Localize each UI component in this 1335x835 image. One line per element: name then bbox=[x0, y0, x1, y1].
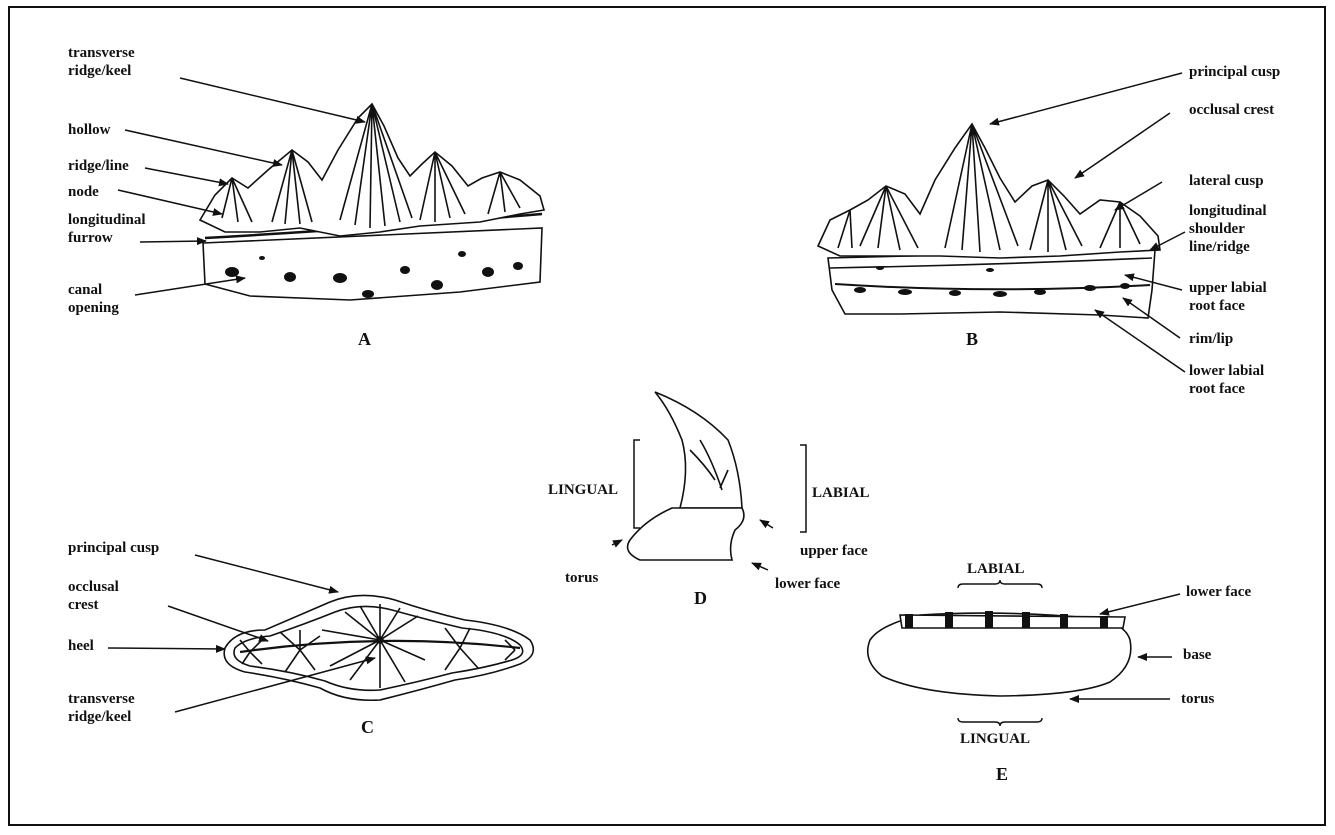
tooth-a-root bbox=[203, 228, 542, 300]
label-d-labial: LABIAL bbox=[812, 484, 870, 502]
label-d-lingual: LINGUAL bbox=[548, 481, 618, 499]
label-a-longitudinal-furrow: longitudinal furrow bbox=[68, 211, 146, 247]
panel-letter-e: E bbox=[996, 765, 1008, 783]
label-a-canal-opening: canal opening bbox=[68, 281, 119, 317]
tooth-b-crown bbox=[818, 124, 1160, 258]
tooth-a-drawing bbox=[200, 104, 544, 300]
label-e-lingual: LINGUAL bbox=[960, 730, 1030, 748]
label-b-occlusal-crest: occlusal crest bbox=[1189, 101, 1274, 119]
label-c-occlusal-crest: occlusal crest bbox=[68, 578, 119, 614]
label-a-hollow: hollow bbox=[68, 121, 111, 139]
label-b-lateral-cusp: lateral cusp bbox=[1189, 172, 1264, 190]
label-b-lower-labial: lower labial root face bbox=[1189, 362, 1264, 398]
label-c-transverse-ridge: transverse ridge/keel bbox=[68, 690, 135, 726]
label-c-heel: heel bbox=[68, 637, 94, 655]
tooth-b-drawing bbox=[818, 124, 1160, 318]
label-b-upper-labial: upper labial root face bbox=[1189, 279, 1267, 315]
label-e-base: base bbox=[1183, 646, 1211, 664]
label-b-principal-cusp: principal cusp bbox=[1189, 63, 1280, 81]
label-b-rim-lip: rim/lip bbox=[1189, 330, 1233, 348]
label-a-transverse-ridge: transverse ridge/keel bbox=[68, 44, 135, 80]
label-c-principal-cusp: principal cusp bbox=[68, 539, 159, 557]
label-e-torus: torus bbox=[1181, 690, 1214, 708]
label-a-node: node bbox=[68, 183, 99, 201]
label-d-upper-face: upper face bbox=[800, 542, 868, 560]
panel-letter-a: A bbox=[358, 330, 371, 348]
panel-letter-b: B bbox=[966, 330, 978, 348]
label-d-lower-face: lower face bbox=[775, 575, 840, 593]
label-e-labial: LABIAL bbox=[967, 560, 1025, 578]
panel-letter-c: C bbox=[361, 718, 374, 736]
tooth-e-drawing bbox=[868, 580, 1131, 726]
tooth-d-crown bbox=[655, 392, 742, 508]
tooth-d-root bbox=[628, 508, 744, 560]
label-e-lower-face: lower face bbox=[1186, 583, 1251, 601]
tooth-d-drawing bbox=[628, 392, 806, 560]
label-d-torus: torus bbox=[565, 569, 598, 587]
label-b-shoulder: longitudinal shoulder line/ridge bbox=[1189, 202, 1267, 256]
panel-letter-d: D bbox=[694, 589, 707, 607]
label-a-ridge-line: ridge/line bbox=[68, 157, 129, 175]
tooth-c-drawing bbox=[224, 595, 533, 700]
